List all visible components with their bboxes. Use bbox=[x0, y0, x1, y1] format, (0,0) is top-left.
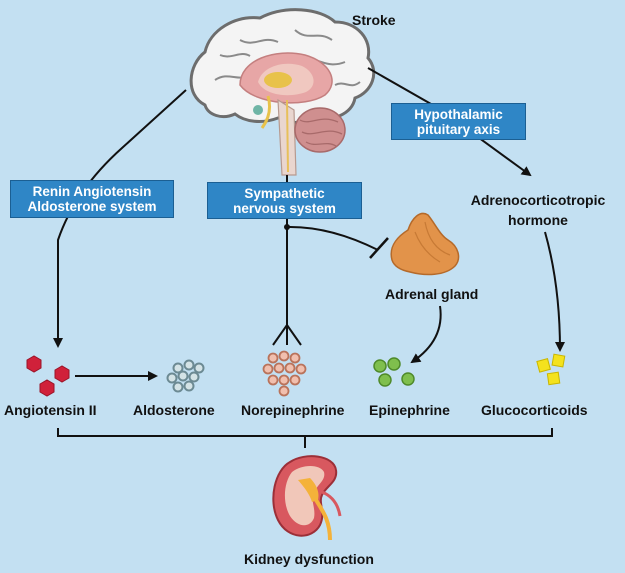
adrenal-gland-icon bbox=[390, 212, 460, 276]
acth-line1: Adrenocorticotropic bbox=[470, 192, 606, 208]
hpa-line2: pituitary axis bbox=[416, 121, 501, 137]
raas-pathway-line bbox=[53, 89, 187, 348]
acth-pathway-line bbox=[544, 231, 565, 352]
raas-box: Renin Angiotensin Aldosterone system bbox=[10, 180, 174, 218]
acth-line2: hormone bbox=[508, 212, 568, 228]
hpa-box: Hypothalamic pituitary axis bbox=[391, 103, 526, 140]
sns-line1: Sympathetic bbox=[244, 185, 325, 201]
norepinephrine-label: Norepinephrine bbox=[241, 402, 345, 418]
bottom-bracket bbox=[57, 428, 553, 437]
glucocorticoids-label: Glucocorticoids bbox=[481, 402, 588, 418]
sns-fork bbox=[272, 323, 302, 346]
raas-line1: Renin Angiotensin bbox=[32, 184, 152, 199]
acth-label: Adrenocorticotropic hormone bbox=[458, 190, 618, 230]
sns-line2: nervous system bbox=[233, 200, 336, 216]
aldosterone-label: Aldosterone bbox=[133, 402, 215, 418]
adrenal-branch-line bbox=[286, 225, 379, 251]
glucocorticoids-icon bbox=[536, 353, 566, 386]
norepinephrine-icon bbox=[262, 350, 307, 397]
epinephrine-label: Epinephrine bbox=[369, 402, 450, 418]
sns-box: Sympathetic nervous system bbox=[207, 182, 362, 219]
epinephrine-icon bbox=[373, 357, 415, 387]
angiotensin-label: Angiotensin II bbox=[4, 402, 97, 418]
branch-node bbox=[284, 224, 290, 230]
adrenal-to-epinephrine-line bbox=[410, 305, 442, 364]
angiotensin-icon bbox=[26, 355, 70, 397]
adrenal-gland-label: Adrenal gland bbox=[385, 286, 479, 302]
kidney-dysfunction-label: Kidney dysfunction bbox=[244, 551, 374, 567]
stroke-label: Stroke bbox=[352, 12, 396, 28]
adrenal-inhibit-bar bbox=[369, 237, 389, 259]
brain-icon bbox=[189, 8, 376, 176]
aldosterone-icon bbox=[166, 359, 205, 393]
kidney-icon bbox=[272, 455, 342, 541]
hpa-line1: Hypothalamic bbox=[414, 106, 503, 122]
raas-line2: Aldosterone system bbox=[27, 199, 157, 214]
